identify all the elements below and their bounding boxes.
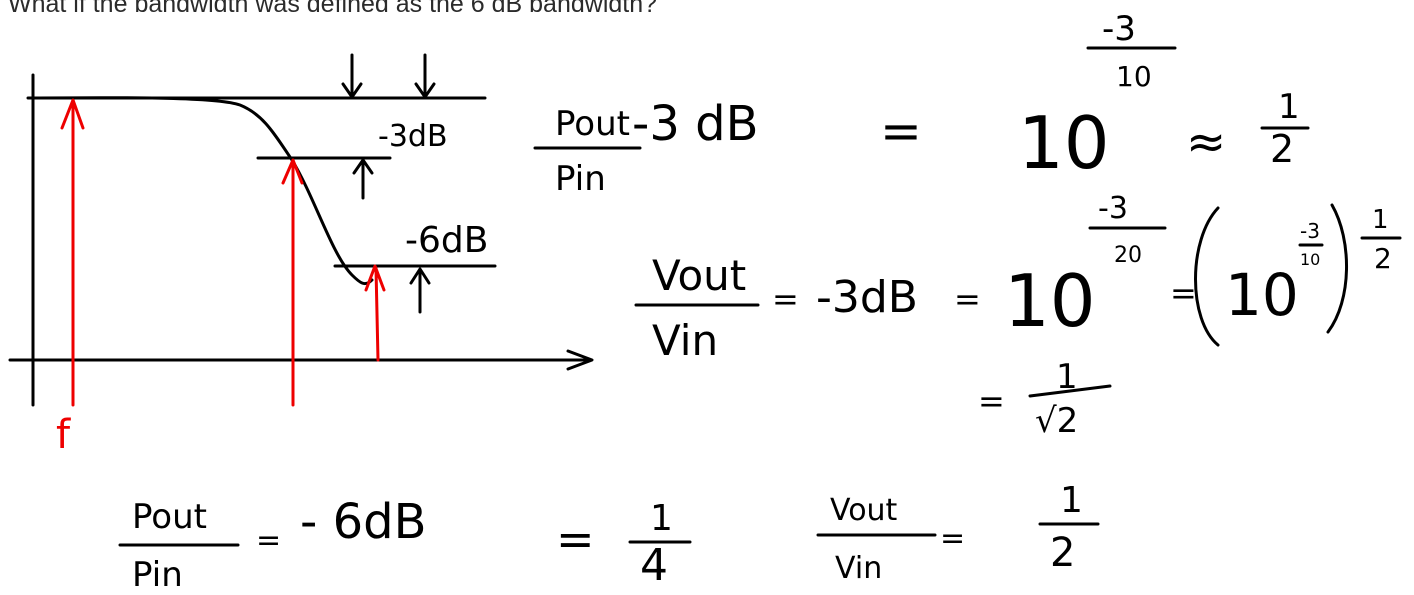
eq2-paren-exp-denominator: 10 [1300, 250, 1320, 269]
eq3-value: - 6dB [300, 494, 427, 550]
eq4-result-denominator: 2 [1050, 530, 1075, 576]
eq3-result-denominator: 4 [640, 540, 668, 591]
eq1-base: 10 [1018, 101, 1110, 185]
eq2-exp-numerator: -3 [1098, 191, 1128, 226]
equation-power-3db: Pout Pin -3 dB = 10 -3 10 ≈ 1 2 [533, 9, 1310, 199]
eq4-equals: = [940, 521, 965, 556]
eq1-exp-denominator: 10 [1116, 60, 1152, 93]
eq1-numerator: Pout [555, 104, 630, 144]
label-f: f [56, 412, 71, 458]
eq1-approx: ≈ [1186, 114, 1226, 170]
eq2-numerator: Vout [652, 251, 746, 300]
eq2-outer-exp-numerator: 1 [1372, 205, 1389, 235]
eq1-value: -3 dB [632, 96, 759, 152]
eq2-left-paren [1194, 206, 1220, 347]
eq1-result-denominator: 2 [1270, 127, 1294, 171]
eq3-equals-2: = [556, 512, 595, 566]
eq1-denominator: Pin [555, 159, 606, 199]
x-axis-arrowhead [566, 349, 594, 371]
eq2-base: 10 [1004, 259, 1096, 343]
eq2-value: -3dB [816, 272, 918, 323]
eq2-exp-denominator: 20 [1114, 243, 1142, 268]
label-6db: -6dB [405, 220, 488, 261]
eq2-equals-4: = [978, 382, 1005, 420]
eq4-denominator: Vin [835, 551, 882, 586]
eq2-right-paren [1326, 203, 1348, 334]
red-arrow-3db [281, 158, 304, 407]
eq3-result-numerator: 1 [650, 498, 673, 539]
down-arrow-left [341, 53, 363, 99]
eq2-result-denominator: √2 [1035, 401, 1078, 441]
equation-power-6db: Pout Pin = - 6dB = 1 4 [118, 494, 692, 595]
up-arrow-3db [352, 158, 374, 200]
eq3-denominator: Pin [132, 555, 183, 595]
eq2-equals-1: = [772, 280, 799, 318]
eq2-result-bar [1028, 384, 1112, 398]
eq2-equals-2: = [954, 280, 981, 318]
label-3db: -3dB [378, 119, 448, 154]
up-arrow-6db [409, 267, 431, 314]
question-heading: What if the bandwidth was defined as the… [8, 0, 658, 18]
eq3-numerator: Pout [132, 497, 207, 537]
eq2-result-numerator: 1 [1056, 357, 1078, 397]
eq2-paren-exp-numerator: -3 [1300, 219, 1320, 243]
response-curve [36, 96, 374, 286]
red-arrow-f [60, 98, 85, 407]
red-arrow-6db [364, 264, 386, 362]
frequency-response-graph: -3dB -6dB f [8, 53, 594, 458]
equation-voltage-6db: Vout Vin = 1 2 [816, 480, 1100, 586]
eq2-outer-exp-denominator: 2 [1374, 242, 1392, 275]
down-arrow-right [414, 53, 436, 99]
eq2-equals-3: = [1170, 274, 1197, 312]
eq3-equals-1: = [256, 523, 281, 558]
eq4-result-numerator: 1 [1060, 480, 1083, 521]
eq2-denominator: Vin [652, 316, 718, 365]
eq1-equals: = [880, 102, 922, 160]
eq1-exp-numerator: -3 [1102, 9, 1136, 49]
eq1-result-numerator: 1 [1278, 87, 1300, 127]
eq4-numerator: Vout [830, 493, 898, 528]
eq2-paren-base: 10 [1225, 261, 1299, 329]
equation-voltage-3db: Vout Vin = -3dB = 10 -3 20 = 10 -3 10 1 … [634, 191, 1402, 441]
